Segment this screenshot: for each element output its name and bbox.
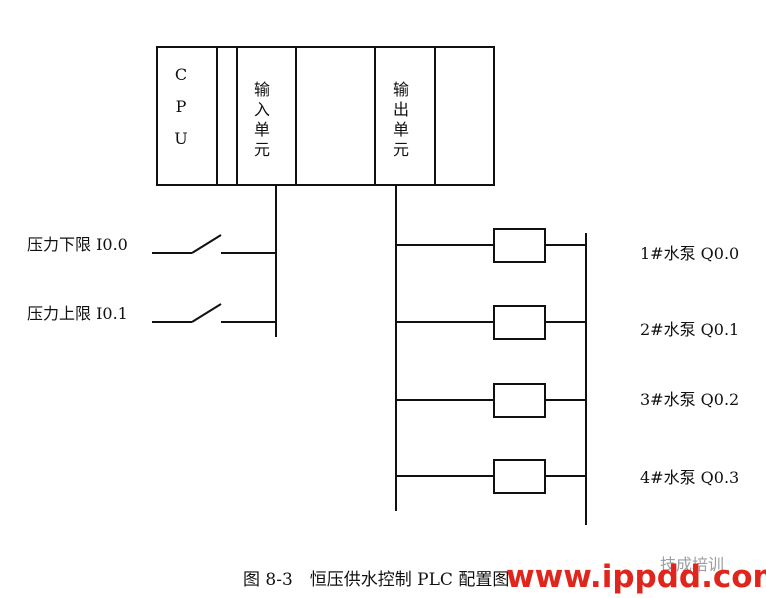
watermark-url: www.ippdd.com [506, 559, 766, 595]
output-4-label: 4#水泵 Q0.3 [640, 468, 739, 487]
figure-caption: 图 8-3 恒压供水控制 PLC 配置图 [243, 570, 509, 590]
output-1-label: 1#水泵 Q0.0 [640, 244, 739, 263]
module-output-label: 输出单元 [393, 80, 409, 159]
switch-2-contact [191, 303, 222, 323]
output-2-label: 2#水泵 Q0.1 [640, 320, 739, 339]
plc-rack [156, 46, 495, 186]
output-3-coil [493, 383, 546, 418]
output-2-coil [493, 305, 546, 340]
output-1-coil [493, 228, 546, 263]
input-2-label: 压力上限 I0.1 [27, 304, 128, 323]
switch-1-contact [191, 234, 222, 254]
watermark-brand: 技成培训 [660, 555, 724, 574]
module-input-label: 输入单元 [254, 80, 270, 159]
output-4-coil [493, 459, 546, 494]
input-1-label: 压力下限 I0.0 [27, 235, 128, 254]
output-3-label: 3#水泵 Q0.2 [640, 390, 739, 409]
